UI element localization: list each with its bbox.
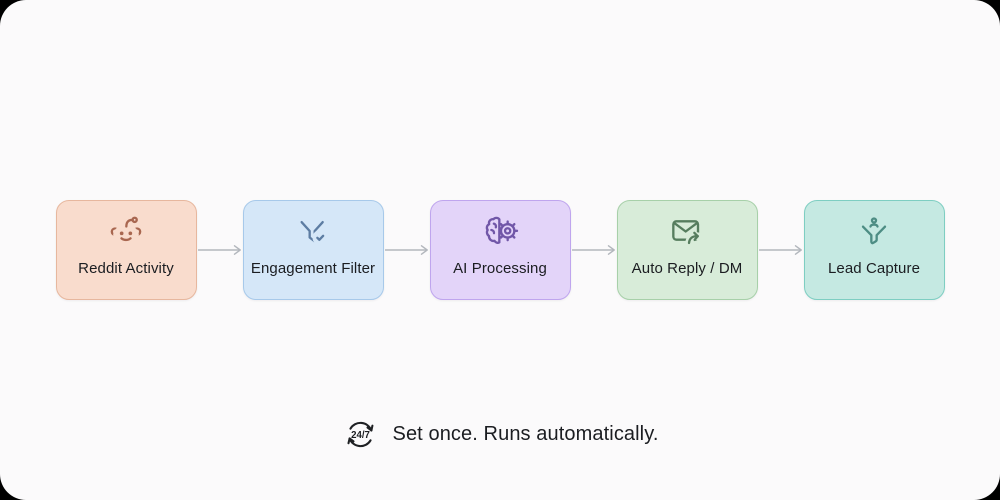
arrow-right-icon xyxy=(384,245,428,255)
footer-text: Set once. Runs automatically. xyxy=(392,423,659,445)
step-reddit-activity: Reddit Activity xyxy=(55,200,197,300)
step-auto-reply-dm: Auto Reply / DM xyxy=(616,200,758,300)
arrow-right-icon xyxy=(197,245,241,255)
mail-forward-icon xyxy=(667,211,707,251)
funnel-user-icon xyxy=(854,211,894,251)
step-ai-processing: AI Processing xyxy=(429,200,571,300)
arrow-right-icon xyxy=(571,245,615,255)
24-7-cycle-icon: 24/7 xyxy=(342,416,379,453)
workflow-diagram: Reddit Activity Engagement Filter xyxy=(0,200,1000,300)
step-label: Lead Capture xyxy=(827,260,921,277)
step-label: AI Processing xyxy=(453,260,547,277)
step-label: Engagement Filter xyxy=(250,260,376,277)
badge-label: 24/7 xyxy=(351,430,370,441)
brain-gear-icon xyxy=(480,211,520,251)
footer-note: 24/7 Set once. Runs automatically. xyxy=(0,416,1000,453)
step-engagement-filter: Engagement Filter xyxy=(242,200,384,300)
arrow-right-icon xyxy=(758,245,802,255)
step-lead-capture: Lead Capture xyxy=(803,200,945,300)
step-label: Auto Reply / DM xyxy=(631,260,743,277)
filter-check-icon xyxy=(293,211,333,251)
step-label: Reddit Activity xyxy=(78,260,174,277)
reddit-icon xyxy=(106,211,146,251)
